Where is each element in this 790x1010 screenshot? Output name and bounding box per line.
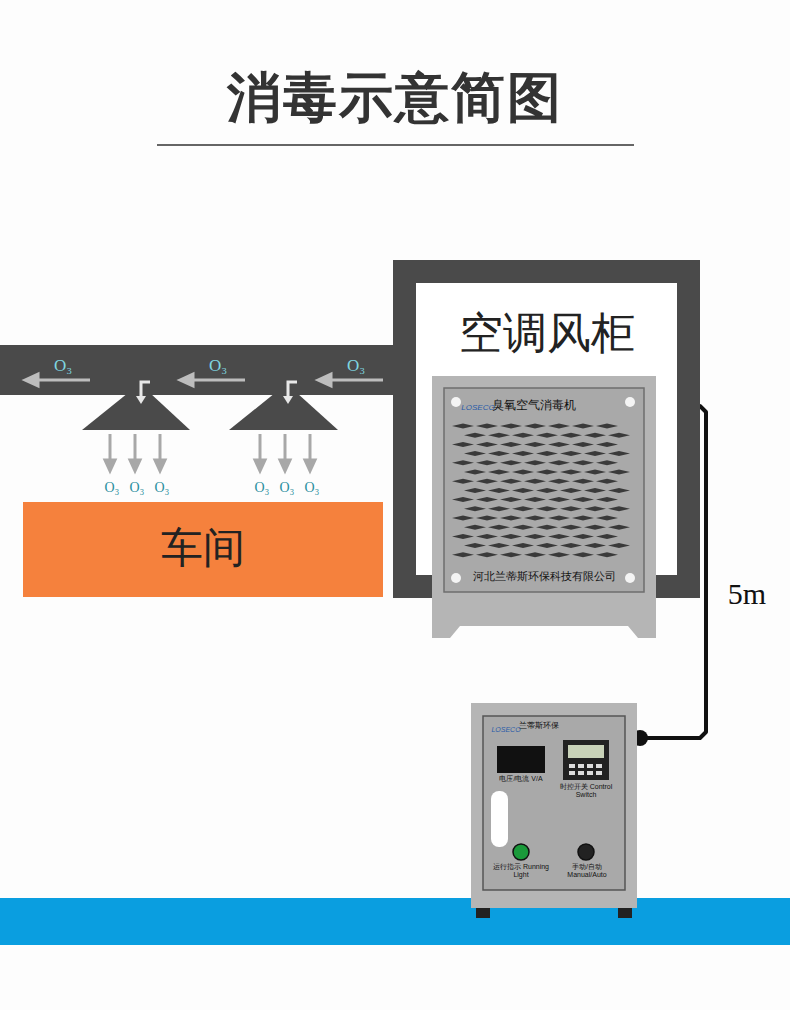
cable-length: 5m <box>726 577 768 611</box>
ozone-label: O₃ <box>155 480 170 496</box>
node-text: 手动/自动 Manual/Auto <box>555 863 619 879</box>
air-duct <box>0 345 400 395</box>
diffuser <box>229 393 338 430</box>
ozone-label: O₃ <box>280 480 295 496</box>
node-text: 车间 <box>23 524 383 572</box>
control-box-drawing <box>471 703 637 918</box>
ozone-sterilizer-drawing <box>432 376 656 638</box>
control-box: 兰蒂斯环保电压/电流 V/A 时控开关 Control Switch 运行指示 Ru… <box>471 703 637 918</box>
workshop: 车间 <box>23 502 383 597</box>
ozone-down-arrows <box>105 434 315 471</box>
grille <box>452 424 630 558</box>
node-text: 空调风柜 <box>416 309 677 360</box>
ozone-sterilizer: 臭氧空气消毒机河北兰蒂斯环保科技有限公司 <box>432 376 656 638</box>
node-text: 运行指示 Running Light <box>489 863 553 879</box>
diagram-title: 消毒示意简图 <box>227 62 563 135</box>
node-text: 时控开关 Control Switch <box>555 783 617 799</box>
diffuser <box>82 393 190 430</box>
ozone-label: O₃ <box>209 356 227 376</box>
brand-logo: LOSECO <box>491 726 520 733</box>
node-text: 臭氧空气消毒机 <box>492 399 632 413</box>
ozone-label: O₃ <box>54 356 72 376</box>
ozone-label: O₃ <box>347 356 365 376</box>
floor-band <box>0 898 790 945</box>
ozone-label: O₃ <box>105 480 120 496</box>
title-rule <box>157 144 634 146</box>
ozone-label: O₃ <box>305 480 320 496</box>
node-text: 河北兰蒂斯环保科技有限公司 <box>432 570 656 583</box>
bend-arrows <box>141 382 297 398</box>
brand-logo: LOSECO <box>461 403 494 412</box>
node-text: 兰蒂斯环保 <box>519 721 609 730</box>
ozone-label: O₃ <box>130 480 145 496</box>
flow-arrows <box>25 374 383 386</box>
node-text: 电压/电流 V/A <box>491 775 551 783</box>
ozone-label: O₃ <box>255 480 270 496</box>
